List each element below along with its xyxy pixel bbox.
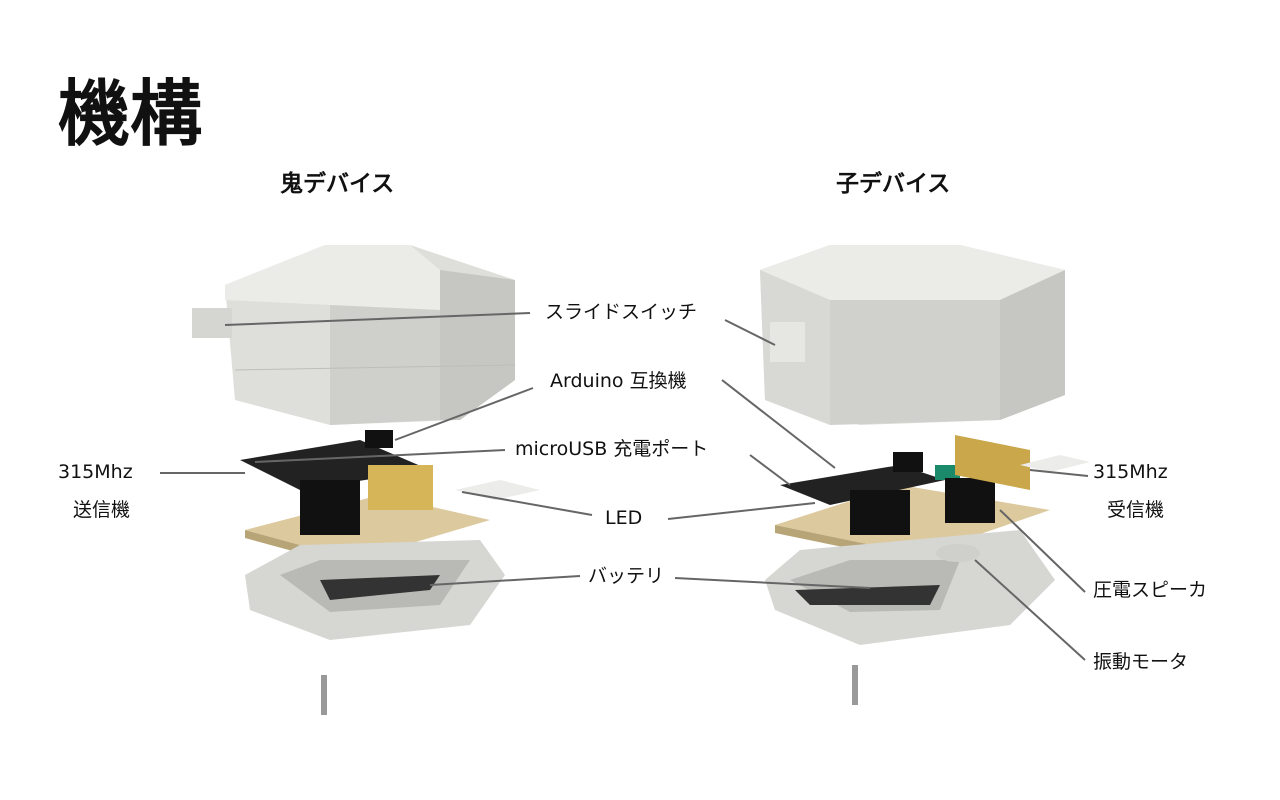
ko-device-heading: 子デバイス [836, 171, 951, 197]
ko-arduino [780, 465, 945, 505]
label-piezo-speaker: 圧電スピーカ [1093, 579, 1208, 601]
oni-board [245, 495, 490, 560]
oni-device-illustration [192, 245, 540, 715]
slide-title: 機構 [58, 72, 203, 156]
label-receiver: 受信機 [1107, 499, 1165, 521]
label-slide-switch: スライドスイッチ [545, 301, 698, 323]
label-transmitter: 送信機 [73, 499, 131, 521]
ko-device-illustration [760, 245, 1090, 705]
label-led: LED [605, 507, 643, 529]
oni-arduino [240, 440, 430, 490]
leader-lines [160, 312, 1089, 661]
oni-device-heading: 鬼デバイス [280, 171, 395, 197]
label-tx-frequency: 315Mhz [58, 461, 133, 483]
label-rx-frequency: 315Mhz [1093, 461, 1168, 483]
label-vibration-motor: 振動モータ [1093, 651, 1189, 673]
label-arduino: Arduino 互換機 [550, 370, 687, 392]
label-microusb: microUSB 充電ポート [515, 438, 709, 460]
label-battery: バッテリ [588, 565, 665, 587]
